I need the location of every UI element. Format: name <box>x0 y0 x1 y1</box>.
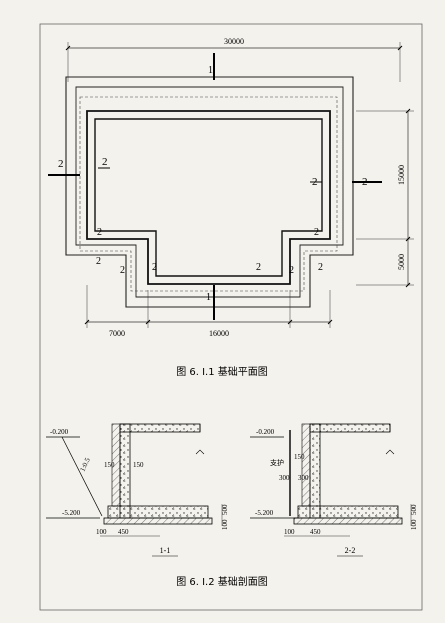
s1-wall-150-left: 150 <box>104 461 115 469</box>
wall-inner <box>94 118 323 277</box>
s2-dim-300b: 300 <box>298 474 309 482</box>
section-mark-2-b: 2 <box>314 227 319 238</box>
dim-top-30000: 30000 <box>224 37 244 46</box>
s1-slope: 1:0.5 <box>79 456 92 473</box>
dim-bottom-7000: 7000 <box>109 329 125 338</box>
dim-right-5000: 5000 <box>397 254 406 270</box>
section-mark-1-top: 1 <box>208 65 213 76</box>
section-mark-2-a: 2 <box>97 227 102 238</box>
s1-elev-bottom: -5.200 <box>62 509 81 517</box>
section-mark-2-e: 2 <box>152 262 157 273</box>
s2-dim-300a: 300 <box>279 474 290 482</box>
section-mark-2-c: 2 <box>96 256 101 267</box>
s2-support: 支护 <box>270 458 284 467</box>
section-2-2: -0.200 支护 -5.200 150 300 300 100 450 500… <box>250 423 418 557</box>
section-mark-2-h: 2 <box>318 262 323 273</box>
section-mark-2-right-inner: 2 <box>312 176 318 188</box>
trench-inner-outline <box>75 86 344 298</box>
s2-dim-100r: 100 <box>410 519 418 530</box>
s2-label: 2-2 <box>345 546 356 555</box>
foundation-plan: 30000 1 1 2 2 2 2 2 2 2 2 <box>48 37 414 338</box>
caption-foundation-section: 图 6. I.2 基础剖面图 <box>176 575 268 588</box>
section-1-1: -0.200 1:0.5 -5.200 150 150 100 450 500 … <box>46 423 229 557</box>
section-mark-1-bottom: 1 <box>206 292 211 303</box>
s2-elev-bottom: -5.200 <box>255 509 274 517</box>
section-mark-2-right: 2 <box>362 176 368 188</box>
s2-dim-450: 450 <box>310 528 321 536</box>
s1-wall-150-right: 150 <box>133 461 144 469</box>
sheet-frame <box>39 23 423 611</box>
s1-dim-450: 450 <box>118 528 129 536</box>
s1-elev-top: -0.200 <box>50 428 69 436</box>
dim-right-15000: 15000 <box>397 165 406 185</box>
s2-elev-top: -0.200 <box>256 428 275 436</box>
s2-dim-500: 500 <box>410 504 418 515</box>
section-mark-2-left: 2 <box>58 158 64 170</box>
s2-dim-100: 100 <box>284 528 295 536</box>
footing-line <box>79 96 338 292</box>
s1-dim-100r: 100 <box>221 519 229 530</box>
section-mark-2-g: 2 <box>289 265 294 276</box>
trench-outer-outline <box>65 76 354 308</box>
wall-outer <box>86 110 331 285</box>
s2-dim-150: 150 <box>294 453 305 461</box>
s1-dim-100: 100 <box>96 528 107 536</box>
s1-label: 1-1 <box>160 546 171 555</box>
caption-foundation-plan: 图 6. I.1 基础平面图 <box>176 365 268 378</box>
dim-bottom-16000: 16000 <box>209 329 229 338</box>
s1-dim-500: 500 <box>221 504 229 515</box>
section-mark-2-left-inner: 2 <box>102 156 108 168</box>
section-mark-2-d: 2 <box>120 265 125 276</box>
section-mark-2-f: 2 <box>256 262 261 273</box>
